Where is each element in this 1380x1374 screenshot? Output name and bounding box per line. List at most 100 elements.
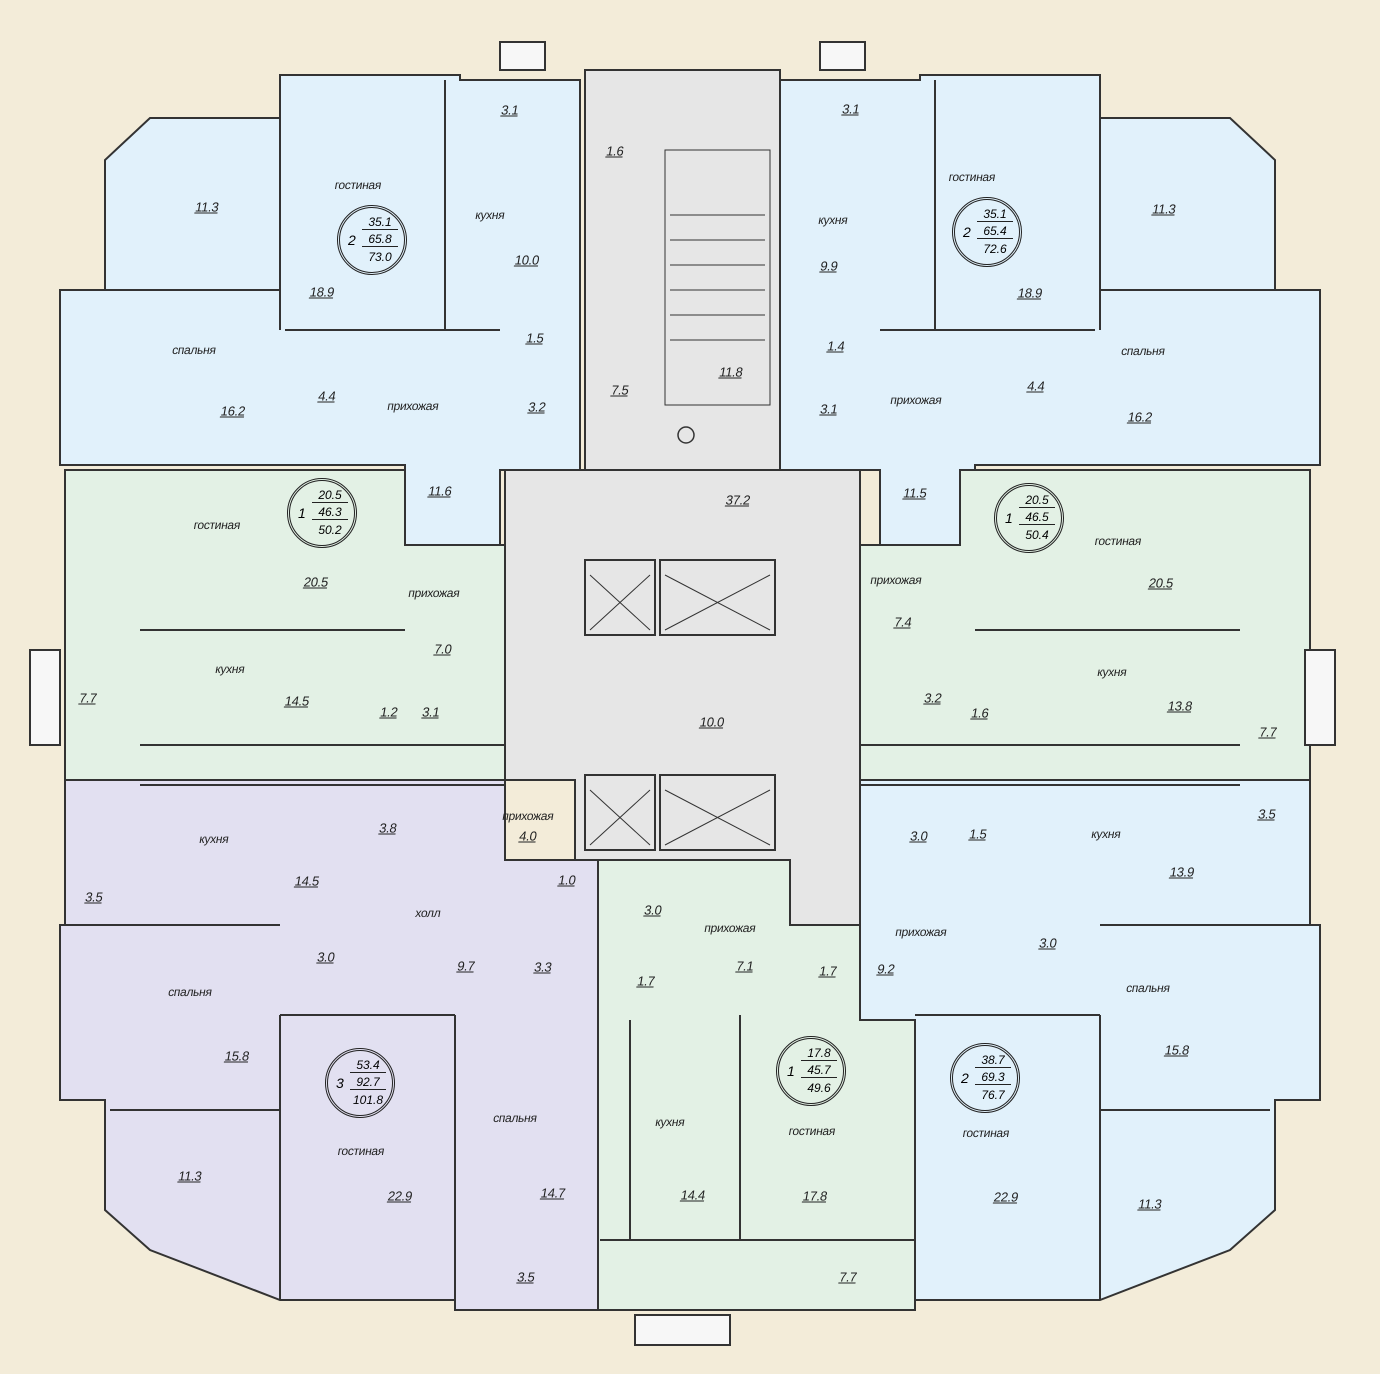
room-area-label: 14.7 bbox=[539, 1185, 567, 1201]
total-area: 69.3 bbox=[975, 1070, 1011, 1085]
room-count: 3 bbox=[336, 1075, 344, 1091]
room-area-label: 4.0 bbox=[518, 828, 538, 844]
room-area-label: 11.3 bbox=[1151, 201, 1177, 217]
room-area-label: 3.0 bbox=[909, 828, 929, 844]
living-area: 38.7 bbox=[975, 1053, 1011, 1068]
room-name-label: спальня bbox=[171, 343, 217, 357]
room-area-label: 20.5 bbox=[302, 574, 330, 590]
room-area-label: 1.5 bbox=[968, 826, 988, 842]
total-area: 65.4 bbox=[977, 224, 1013, 239]
balcony-top-left bbox=[499, 41, 546, 71]
room-name-label: холл bbox=[414, 906, 442, 920]
room-name-label: спальня bbox=[1125, 981, 1171, 995]
room-area-label: 3.2 bbox=[527, 399, 547, 415]
room-name-label: прихожая bbox=[703, 921, 757, 935]
room-name-label: гостиная bbox=[947, 170, 997, 184]
room-area-label: 1.6 bbox=[970, 705, 990, 721]
total-area-with-balcony: 101.8 bbox=[352, 1093, 384, 1107]
room-area-label: 14.5 bbox=[293, 873, 321, 889]
total-area-with-balcony: 50.2 bbox=[318, 523, 342, 537]
room-name-label: гостиная bbox=[333, 178, 383, 192]
room-area-label: 9.7 bbox=[456, 958, 476, 974]
living-area: 53.4 bbox=[350, 1058, 386, 1073]
room-area-label: 22.9 bbox=[992, 1189, 1020, 1205]
total-area: 65.8 bbox=[362, 232, 398, 247]
balcony-right bbox=[1304, 649, 1336, 746]
room-name-label: кухня bbox=[198, 832, 230, 846]
room-name-label: кухня bbox=[1090, 827, 1122, 841]
room-area-label: 11.3 bbox=[194, 199, 220, 215]
room-count: 2 bbox=[961, 1070, 969, 1086]
room-area-label: 3.5 bbox=[84, 889, 104, 905]
room-count: 1 bbox=[298, 505, 306, 521]
living-area: 20.5 bbox=[1019, 493, 1055, 508]
room-area-label: 1.7 bbox=[818, 963, 838, 979]
room-area-label: 3.3 bbox=[533, 959, 553, 975]
room-area-label: 17.8 bbox=[801, 1188, 829, 1204]
total-area-with-balcony: 50.4 bbox=[1025, 528, 1049, 542]
room-area-label: 37.2 bbox=[724, 492, 752, 508]
room-area-label: 3.5 bbox=[516, 1269, 536, 1285]
room-name-label: кухня bbox=[214, 662, 246, 676]
room-area-label: 3.1 bbox=[500, 102, 520, 118]
room-area-label: 13.9 bbox=[1168, 864, 1196, 880]
room-name-label: спальня bbox=[167, 985, 213, 999]
total-area: 92.7 bbox=[350, 1075, 386, 1090]
room-name-label: кухня bbox=[474, 208, 506, 222]
room-area-label: 3.1 bbox=[421, 704, 441, 720]
room-area-label: 9.2 bbox=[876, 961, 896, 977]
room-name-label: кухня bbox=[1096, 665, 1128, 679]
apartment-bottom-left-area bbox=[59, 779, 599, 1311]
room-area-label: 18.9 bbox=[308, 284, 336, 300]
room-area-label: 10.0 bbox=[513, 252, 541, 268]
apartment-badge-bottom-left: 3 53.4 92.7 101.8 bbox=[325, 1048, 395, 1118]
living-area: 20.5 bbox=[312, 488, 348, 503]
balcony-top-right bbox=[819, 41, 866, 71]
room-area-label: 20.5 bbox=[1147, 575, 1175, 591]
room-area-label: 1.2 bbox=[379, 704, 399, 720]
total-area-with-balcony: 73.0 bbox=[368, 250, 392, 264]
room-area-label: 16.2 bbox=[1126, 409, 1154, 425]
room-area-label: 3.1 bbox=[819, 401, 839, 417]
room-area-label: 7.1 bbox=[735, 958, 755, 974]
room-name-label: кухня bbox=[654, 1115, 686, 1129]
room-name-label: гостиная bbox=[1093, 534, 1143, 548]
room-area-label: 3.2 bbox=[923, 690, 943, 706]
room-area-label: 7.5 bbox=[610, 382, 630, 398]
room-name-label: прихожая bbox=[889, 393, 943, 407]
living-area: 35.1 bbox=[362, 215, 398, 230]
room-name-label: кухня bbox=[817, 213, 849, 227]
room-area-label: 11.3 bbox=[1137, 1196, 1163, 1212]
room-area-label: 11.8 bbox=[718, 364, 744, 380]
room-area-label: 11.3 bbox=[177, 1168, 203, 1184]
room-area-label: 16.2 bbox=[219, 403, 247, 419]
total-area: 45.7 bbox=[801, 1063, 837, 1078]
room-name-label: спальня bbox=[492, 1111, 538, 1125]
room-name-label: гостиная bbox=[787, 1124, 837, 1138]
room-area-label: 14.5 bbox=[283, 693, 311, 709]
room-name-label: прихожая bbox=[894, 925, 948, 939]
total-area: 46.5 bbox=[1019, 510, 1055, 525]
room-area-label: 15.8 bbox=[1163, 1042, 1191, 1058]
room-name-label: гостиная bbox=[336, 1144, 386, 1158]
room-name-label: прихожая bbox=[386, 399, 440, 413]
room-area-label: 11.5 bbox=[902, 485, 928, 501]
room-area-label: 1.7 bbox=[636, 973, 656, 989]
total-area-with-balcony: 49.6 bbox=[807, 1081, 831, 1095]
room-area-label: 3.0 bbox=[1038, 935, 1058, 951]
room-area-label: 1.4 bbox=[826, 338, 846, 354]
room-area-label: 4.4 bbox=[317, 388, 337, 404]
room-area-label: 1.5 bbox=[525, 330, 545, 346]
room-area-label: 3.1 bbox=[841, 101, 861, 117]
living-area: 35.1 bbox=[977, 207, 1013, 222]
room-area-label: 10.0 bbox=[698, 714, 726, 730]
room-area-label: 1.6 bbox=[605, 143, 625, 159]
room-area-label: 15.8 bbox=[223, 1048, 251, 1064]
room-area-label: 7.4 bbox=[893, 614, 913, 630]
common-corridor bbox=[504, 469, 861, 926]
